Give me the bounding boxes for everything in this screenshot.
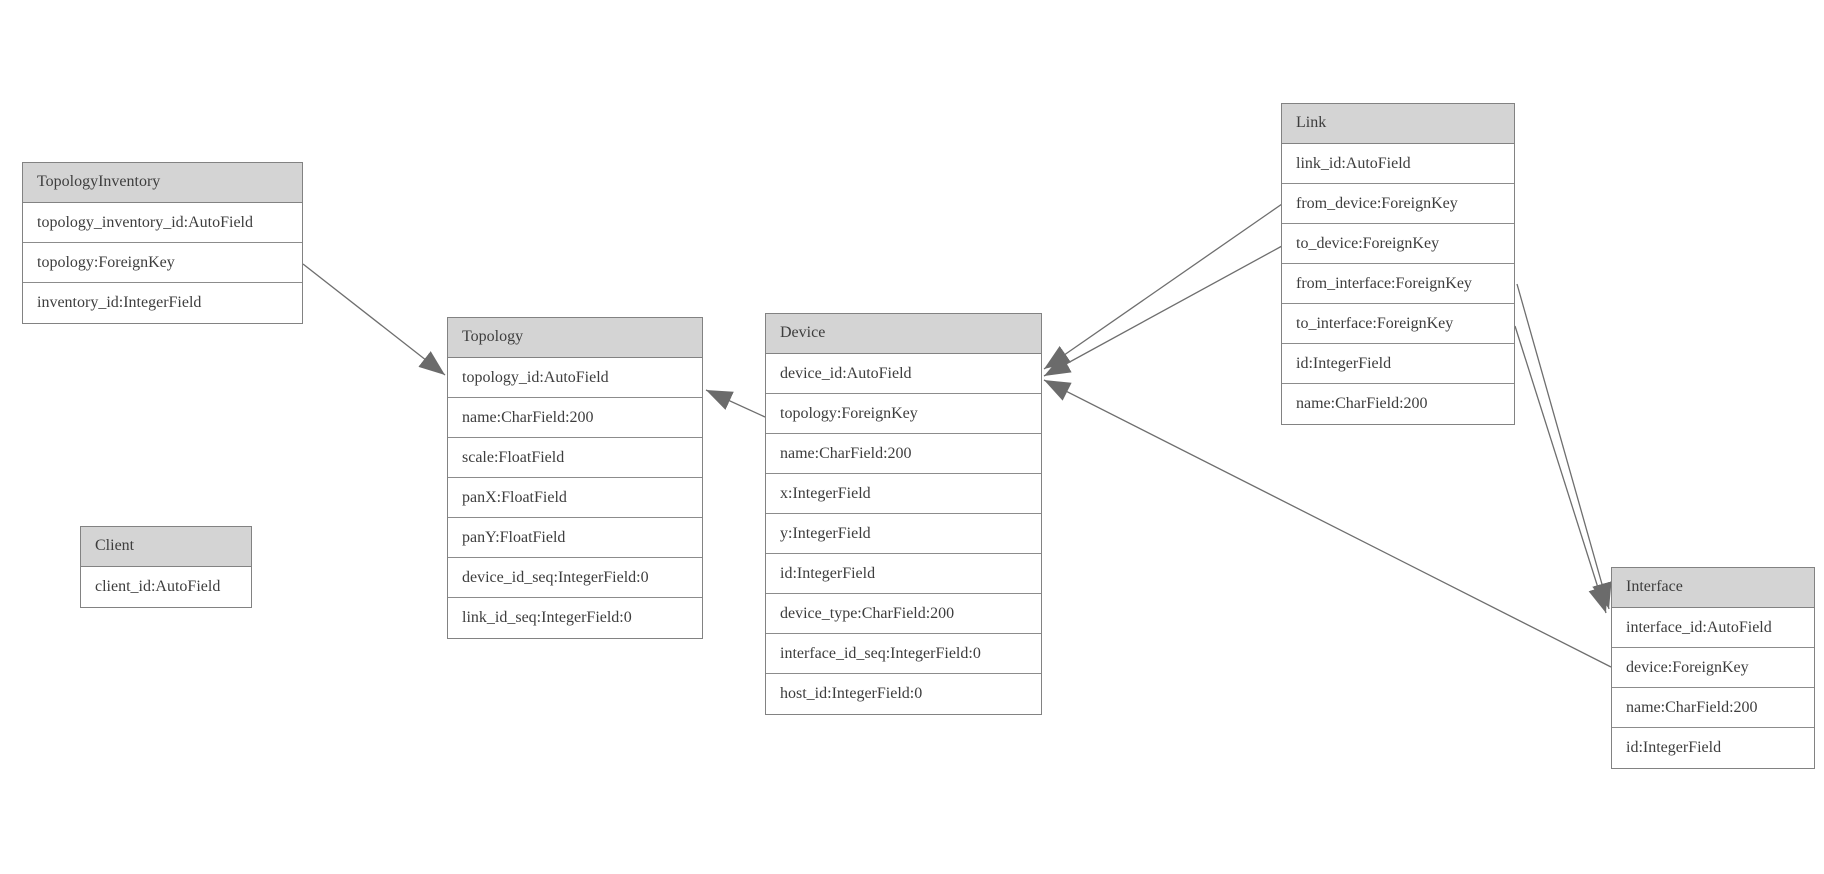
entity-field-row: link_id_seq:IntegerField:0 bbox=[462, 609, 632, 626]
entity-field-row: topology_inventory_id:AutoField bbox=[23, 203, 302, 243]
entity-field-row: device_type:CharField:200 bbox=[766, 594, 1041, 634]
entity-field-row: link_id:AutoField bbox=[1282, 144, 1514, 184]
entity-field-row: name:CharField:200 bbox=[766, 434, 1041, 474]
entity-field-row: id:IntegerField bbox=[1626, 739, 1722, 756]
entity-field-row: topology:ForeignKey bbox=[766, 394, 1041, 434]
relationship-line bbox=[1043, 203, 1283, 370]
entity-field-row: client_id:AutoField bbox=[95, 578, 221, 595]
entity-topology-inventory: TopologyInventory topology_inventory_id:… bbox=[22, 162, 303, 324]
entity-field-row: device_id:AutoField bbox=[766, 354, 1041, 394]
entity-field-row: topology_id:AutoField bbox=[448, 358, 702, 398]
entity-client: Client client_id:AutoField bbox=[80, 526, 252, 608]
entity-field-row: from_device:ForeignKey bbox=[1282, 184, 1514, 224]
entity-field-row: name:CharField:200 bbox=[1612, 688, 1814, 728]
entity-field-row: scale:FloatField bbox=[448, 438, 702, 478]
relationship-line bbox=[1043, 245, 1283, 377]
entity-field-row: device_id_seq:IntegerField:0 bbox=[448, 558, 702, 598]
relationship-line bbox=[1516, 283, 1612, 610]
entity-header: Interface bbox=[1612, 568, 1814, 608]
entity-header: Topology bbox=[448, 318, 702, 358]
entity-field-row: y:IntegerField bbox=[766, 514, 1041, 554]
entity-header: Device bbox=[766, 314, 1041, 354]
entity-field-row: device:ForeignKey bbox=[1612, 648, 1814, 688]
entity-field-row: topology:ForeignKey bbox=[23, 243, 302, 283]
entity-field-row: host_id:IntegerField:0 bbox=[780, 685, 923, 702]
relationship-line bbox=[705, 389, 766, 418]
entity-field-row: inventory_id:IntegerField bbox=[37, 294, 202, 311]
entity-field-row: panX:FloatField bbox=[448, 478, 702, 518]
entity-field-row: panY:FloatField bbox=[448, 518, 702, 558]
entity-field-row: interface_id:AutoField bbox=[1612, 608, 1814, 648]
entity-field-row: x:IntegerField bbox=[766, 474, 1041, 514]
entity-header: Client bbox=[81, 527, 251, 567]
entity-field-list: client_id:AutoField bbox=[81, 567, 251, 607]
entity-field-row: to_device:ForeignKey bbox=[1282, 224, 1514, 264]
entity-field-row: interface_id_seq:IntegerField:0 bbox=[766, 634, 1041, 674]
entity-field-row: name:CharField:200 bbox=[1296, 395, 1428, 412]
entity-field-row: name:CharField:200 bbox=[448, 398, 702, 438]
relationship-line bbox=[1514, 325, 1608, 614]
entity-header: Link bbox=[1282, 104, 1514, 144]
relationship-line bbox=[302, 263, 446, 376]
entity-field-row: id:IntegerField bbox=[1282, 344, 1514, 384]
entity-field-row: id:IntegerField bbox=[766, 554, 1041, 594]
entity-header: TopologyInventory bbox=[23, 163, 302, 203]
entity-field-row: to_interface:ForeignKey bbox=[1282, 304, 1514, 344]
entity-field-row: from_interface:ForeignKey bbox=[1282, 264, 1514, 304]
